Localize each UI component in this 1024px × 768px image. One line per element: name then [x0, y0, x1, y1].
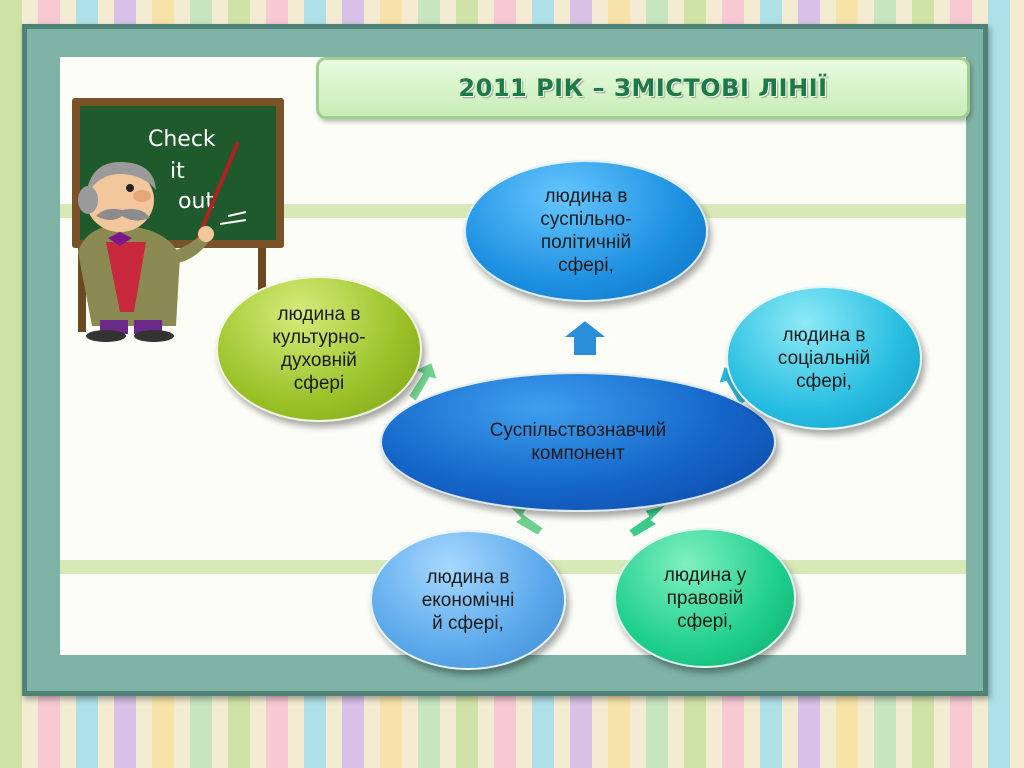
teacher-chalkboard-illustration: Check it out — [72, 98, 284, 342]
node-economic: людина в економічні й сфері, — [370, 530, 566, 670]
node-social-label: людина в соціальній сфері, — [777, 324, 871, 392]
pointer-stick — [196, 141, 240, 239]
node-cultural-spiritual: людина в культурно- духовній сфері — [216, 276, 422, 422]
node-legal-label: людина у правовій сфері, — [663, 564, 747, 632]
chalk-line-2: it — [170, 159, 185, 184]
node-cultural-spiritual-label: людина в культурно- духовній сфері — [272, 304, 366, 394]
slide-title: 2011 РІК – ЗМІСТОВІ ЛІНІЇ — [458, 74, 828, 102]
node-socio-political-label: людина в суспільно- політичній сфері, — [540, 186, 632, 276]
arrow-to-bottom-right-node — [626, 502, 672, 540]
node-economic-label: людина в економічні й сфері, — [421, 566, 515, 634]
chalk-writing: Check it out — [148, 127, 216, 214]
arrow-up-to-top — [560, 318, 610, 357]
node-center-social-studies: Суспільствознавчий компонент — [380, 372, 776, 512]
node-socio-political: людина в суспільно- політичній сфері, — [464, 160, 708, 302]
chalk-line-1: Check — [148, 127, 216, 152]
node-legal: людина у правовій сфері, — [614, 528, 796, 668]
title-banner: 2011 РІК – ЗМІСТОВІ ЛІНІЇ — [316, 57, 970, 119]
background-stripe — [988, 0, 1010, 768]
background-stripe — [0, 0, 22, 768]
node-center-label: Суспільствознавчий компонент — [489, 420, 667, 464]
node-social: людина в соціальній сфері, — [726, 286, 922, 430]
